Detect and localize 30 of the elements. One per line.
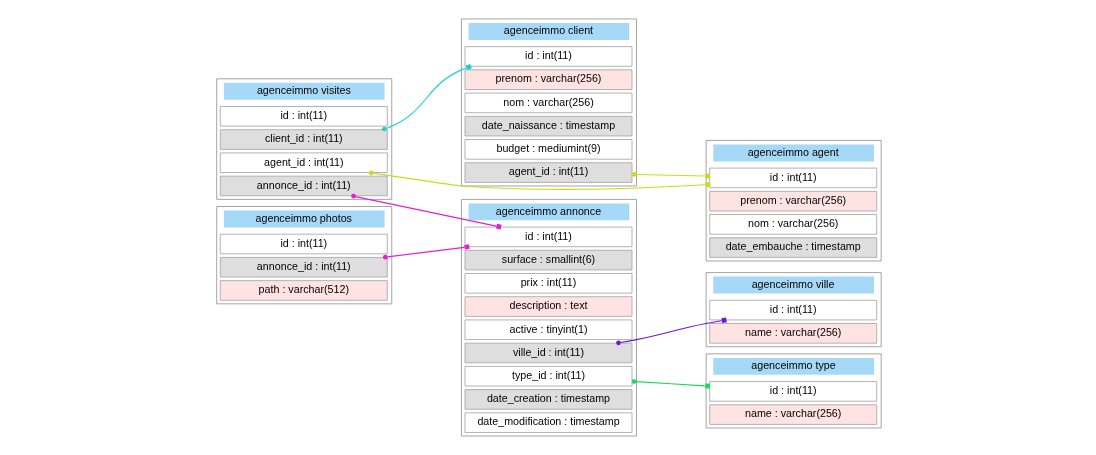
connector [615, 317, 727, 346]
node-box: client_id : int(11) [219, 129, 388, 150]
node-box: surface : smallint(6) [464, 249, 632, 271]
node-box: date_naissance : timestamp [464, 115, 632, 137]
node-box: nom : varchar(256) [464, 92, 632, 114]
node-box: type_id : int(11) [464, 365, 632, 387]
node-box: agent_id : int(11) [219, 152, 388, 173]
node-box: name : varchar(256) [708, 323, 877, 344]
node-box: date_embauche : timestamp [708, 237, 877, 258]
node-box: active : tinyint(1) [464, 319, 632, 341]
connector [382, 244, 470, 260]
node-box: description : text [464, 296, 632, 317]
connector [381, 63, 472, 132]
node-box: prenom : varchar(256) [708, 190, 877, 212]
connector [350, 193, 502, 230]
connector [631, 379, 710, 389]
node-box: budget : mediumint(9) [464, 139, 632, 160]
node-box: name : varchar(256) [708, 404, 877, 425]
node-box: path : varchar(512) [219, 280, 388, 301]
node-box: id : int(11) [708, 167, 877, 189]
node-box: id : int(11) [219, 106, 388, 127]
node-box: id : int(11) [219, 233, 388, 255]
node-box: date_creation : timestamp [464, 389, 632, 410]
node-box: prix : int(11) [464, 273, 632, 294]
connector [368, 170, 710, 190]
connector [631, 172, 710, 179]
node-box: date_modification : timestamp [464, 412, 632, 433]
node-box: id : int(11) [708, 381, 877, 402]
node-box: nom : varchar(256) [708, 214, 877, 235]
node-box: agent_id : int(11) [464, 162, 632, 183]
